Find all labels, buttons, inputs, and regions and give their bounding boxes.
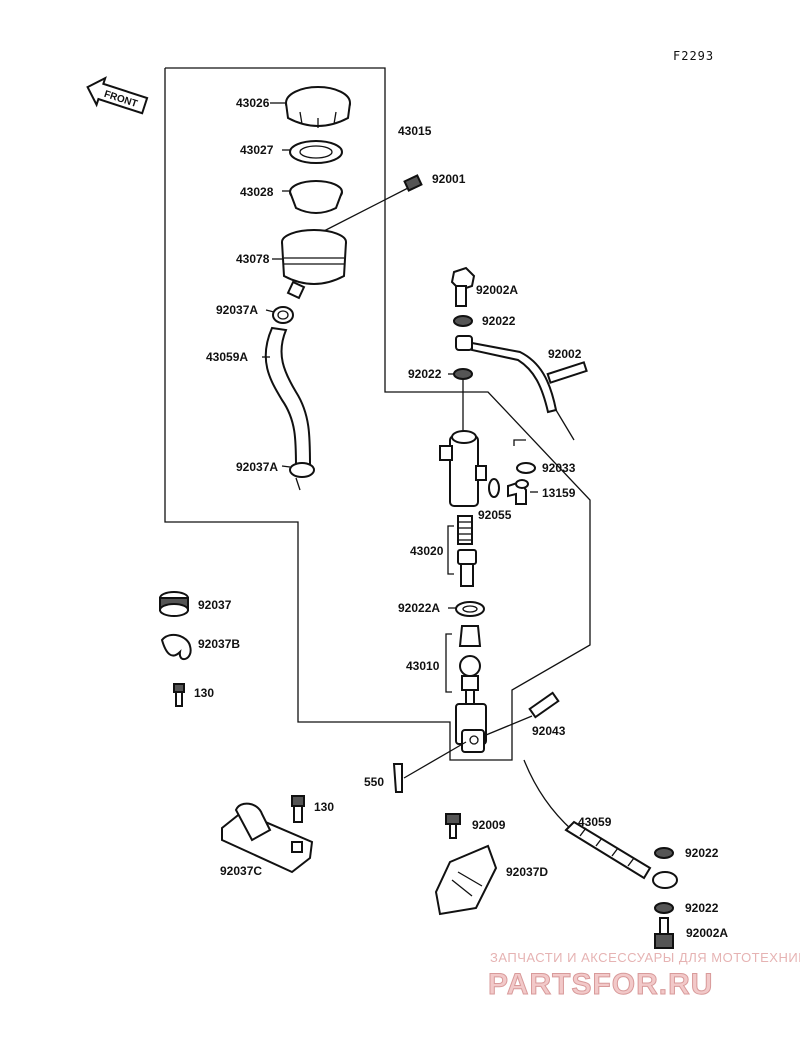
watermark-brand: PARTSFOR.RU <box>488 968 713 1001</box>
o-ring-92055 <box>488 478 500 498</box>
washer-92022-c <box>654 847 674 859</box>
push-rod-43010 <box>459 655 481 705</box>
label-43010: 43010 <box>406 659 440 673</box>
label-43078: 43078 <box>236 252 270 266</box>
label-92022-d: 92022 <box>685 901 719 915</box>
diagram-code: F2293 <box>673 49 714 63</box>
label-92037A-top: 92037A <box>216 303 258 317</box>
label-92037B: 92037B <box>198 637 240 651</box>
washer-92022-d <box>654 902 674 914</box>
label-92037C: 92037C <box>220 864 262 878</box>
elbow-fitting-13159 <box>507 479 529 505</box>
label-92002A-top: 92002A <box>476 283 518 297</box>
screw-92009 <box>445 813 461 839</box>
cotter-pin-550 <box>392 741 467 793</box>
piston-43020 <box>457 549 477 587</box>
o-ring-92033 <box>516 462 536 474</box>
label-92022-b: 92022 <box>408 367 442 381</box>
front-arrow-icon: FRONT <box>86 76 149 115</box>
guard-92037D <box>434 844 498 916</box>
assembly-bracket-43015 <box>164 67 591 761</box>
washer-92022-a <box>453 315 473 327</box>
brake-hose-43059 <box>564 820 678 889</box>
circlip-92022A <box>455 601 485 617</box>
label-92001: 92001 <box>432 172 466 186</box>
label-92022-a: 92022 <box>482 314 516 328</box>
label-92043: 92043 <box>532 724 566 738</box>
watermark-tagline: ЗАПЧАСТИ И АКСЕССУАРЫ ДЛЯ МОТОТЕХНИКИ <box>490 950 800 965</box>
bolt-130-a <box>173 683 185 707</box>
label-92033: 92033 <box>542 461 576 475</box>
label-13159: 13159 <box>542 486 576 500</box>
label-92002: 92002 <box>548 347 582 361</box>
label-92002A-bottom: 92002A <box>686 926 728 940</box>
bracket-92037C <box>221 802 314 874</box>
label-92037A-bottom: 92037A <box>236 460 278 474</box>
reservoir-43078 <box>281 229 347 300</box>
clip-92037B <box>160 633 192 661</box>
label-92037: 92037 <box>198 598 232 612</box>
grommet-92037 <box>159 591 189 617</box>
label-43059A: 43059A <box>206 350 248 364</box>
bolt-92002 <box>546 361 588 384</box>
bolt-130-b <box>291 795 305 823</box>
diaphragm-plate-43027 <box>289 140 343 164</box>
label-92022A: 92022A <box>398 601 440 615</box>
hose-43059A <box>264 326 312 470</box>
label-43028: 43028 <box>240 185 274 199</box>
reservoir-cap-43026 <box>285 86 351 128</box>
clevis-pin-92043 <box>485 691 560 736</box>
label-130-b: 130 <box>314 800 334 814</box>
clamp-92037A-bottom <box>289 462 315 491</box>
screw-92001 <box>321 174 423 233</box>
clevis <box>455 703 487 753</box>
banjo-bolt-92002A-bottom <box>654 917 674 949</box>
label-550: 550 <box>364 775 384 789</box>
clamp-92037A-top <box>272 306 294 324</box>
banjo-bolt-92002A-top <box>450 266 476 307</box>
brake-line-92002 <box>455 335 575 441</box>
label-92037D: 92037D <box>506 865 548 879</box>
label-92055: 92055 <box>478 508 512 522</box>
hose-leader-43059 <box>523 759 573 831</box>
label-92009: 92009 <box>472 818 506 832</box>
label-43059: 43059 <box>578 815 612 829</box>
label-43015: 43015 <box>398 124 432 138</box>
label-43020: 43020 <box>410 544 444 558</box>
label-92022-c: 92022 <box>685 846 719 860</box>
diaphragm-43028 <box>289 180 343 214</box>
label-43026: 43026 <box>236 96 270 110</box>
spring-43020 <box>457 515 473 545</box>
label-130-a: 130 <box>194 686 214 700</box>
washer-92022-b <box>453 368 473 380</box>
boot-43010 <box>458 625 482 647</box>
label-43027: 43027 <box>240 143 274 157</box>
master-cylinder-body <box>439 430 487 507</box>
